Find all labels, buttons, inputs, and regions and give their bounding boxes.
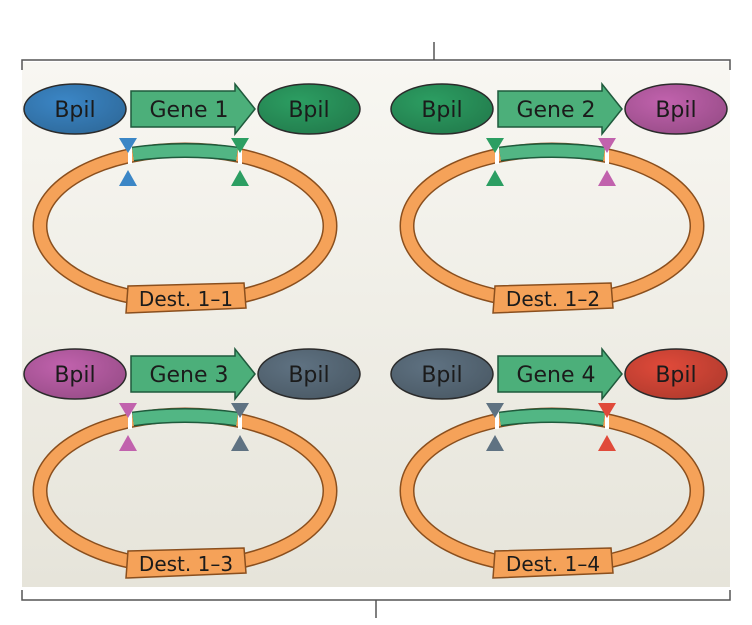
insert-segment xyxy=(499,144,605,160)
right-site-label: Bpil xyxy=(288,98,329,123)
insert-segment xyxy=(132,409,238,425)
cut-site-marker-left-top xyxy=(486,403,504,418)
cut-site-marker-left-bottom xyxy=(486,435,504,451)
cut-site-marker-right-bottom xyxy=(231,170,249,186)
left-site-label: Bpil xyxy=(421,98,462,123)
bottom-bracket xyxy=(21,590,731,618)
construct-2: Dest. 1–2 Bpil Gene 2 Bpil xyxy=(390,81,728,314)
gene-label: Gene 3 xyxy=(149,363,228,388)
cut-site-marker-right-bottom xyxy=(598,435,616,451)
destination-tag xyxy=(492,547,614,579)
junction-gap-left xyxy=(495,409,499,429)
junction-gap-right xyxy=(605,409,609,429)
destination-label: Dest. 1–1 xyxy=(139,287,233,311)
cut-site-marker-right-top xyxy=(598,403,616,418)
gene-arrow xyxy=(497,81,623,137)
cut-site-marker-right-top xyxy=(598,138,616,153)
right-site-oval xyxy=(257,348,361,400)
right-site-label: Bpil xyxy=(655,363,696,388)
gene-label: Gene 4 xyxy=(516,363,595,388)
right-site-label: Bpil xyxy=(655,98,696,123)
left-site-oval xyxy=(23,83,127,135)
cut-site-marker-left-top xyxy=(119,138,137,153)
cut-site-marker-left-bottom xyxy=(119,435,137,451)
cut-site-marker-right-top xyxy=(231,138,249,153)
left-site-oval xyxy=(390,83,494,135)
right-site-oval xyxy=(624,83,728,135)
destination-tag xyxy=(125,282,247,314)
right-site-label: Bpil xyxy=(288,363,329,388)
top-bracket xyxy=(21,42,731,70)
insert-segment xyxy=(499,409,605,425)
junction-gap-left xyxy=(128,409,132,429)
junction-gap-left xyxy=(495,144,499,164)
cut-site-marker-left-top xyxy=(119,403,137,418)
construct-3: Dest. 1–3 Bpil Gene 3 Bpil xyxy=(23,346,361,579)
gene-arrow xyxy=(130,81,256,137)
junction-gap-right xyxy=(238,409,242,429)
gene-arrow xyxy=(497,346,623,402)
cut-site-marker-left-top xyxy=(486,138,504,153)
junction-gap-left xyxy=(128,144,132,164)
gene-label: Gene 1 xyxy=(149,98,228,123)
gene-label: Gene 2 xyxy=(516,98,595,123)
right-site-oval xyxy=(624,348,728,400)
cut-site-marker-right-bottom xyxy=(231,435,249,451)
construct-4: Dest. 1–4 Bpil Gene 4 Bpil xyxy=(390,346,728,579)
destination-label: Dest. 1–2 xyxy=(506,287,600,311)
cut-site-marker-left-bottom xyxy=(119,170,137,186)
cut-site-marker-left-bottom xyxy=(486,170,504,186)
left-site-label: Bpil xyxy=(421,363,462,388)
left-site-oval xyxy=(390,348,494,400)
gene-arrow xyxy=(130,346,256,402)
destination-label: Dest. 1–4 xyxy=(506,552,600,576)
left-site-oval xyxy=(23,348,127,400)
cut-site-marker-right-bottom xyxy=(598,170,616,186)
junction-gap-right xyxy=(238,144,242,164)
cut-site-marker-right-top xyxy=(231,403,249,418)
destination-label: Dest. 1–3 xyxy=(139,552,233,576)
insert-segment xyxy=(132,144,238,160)
construct-1: Dest. 1–1 Bpil Gene 1 Bpil xyxy=(23,81,361,314)
left-site-label: Bpil xyxy=(54,98,95,123)
destination-tag xyxy=(125,547,247,579)
left-site-label: Bpil xyxy=(54,363,95,388)
junction-gap-right xyxy=(605,144,609,164)
right-site-oval xyxy=(257,83,361,135)
destination-tag xyxy=(492,282,614,314)
